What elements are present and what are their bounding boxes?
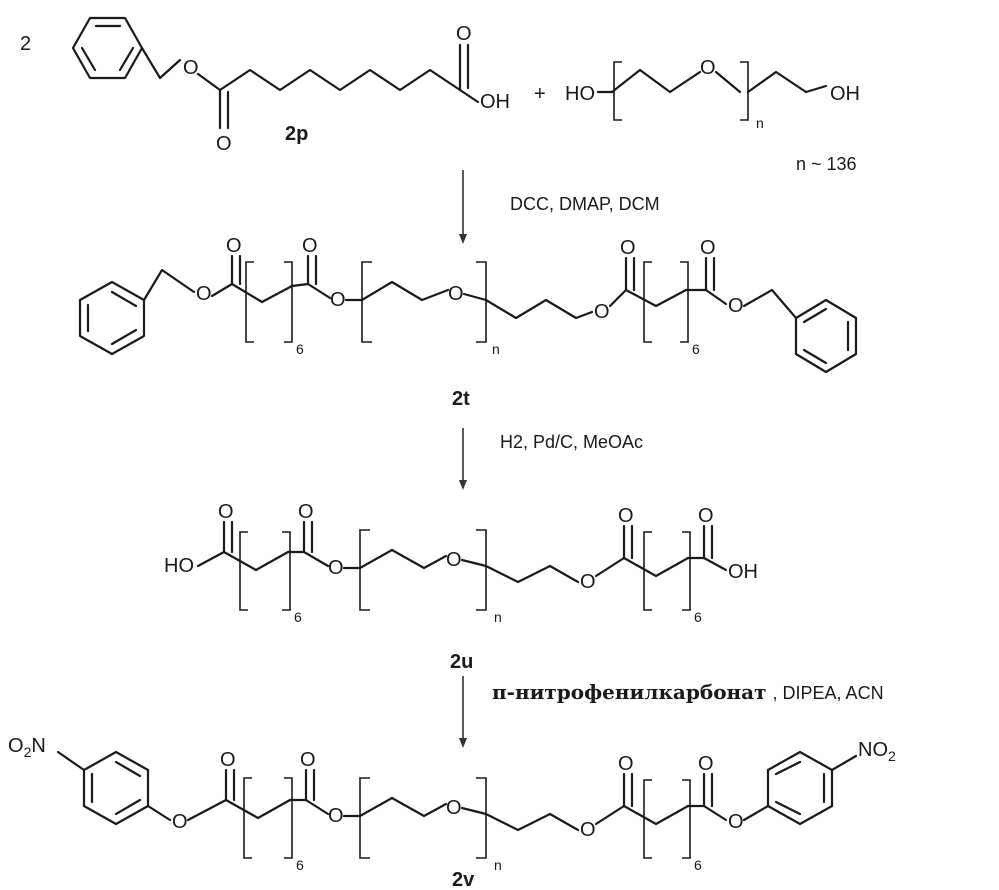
repeat-6-a: 6 (296, 341, 304, 357)
product-2v: O2N O O 6 O O O n O O (8, 735, 896, 890)
product-2t: O O 6 O O O n O O 6 O (80, 235, 856, 410)
carbonyl-o-3: O (620, 237, 636, 259)
peg-repeat-n: n (756, 115, 764, 131)
carbonyl-o-u1: O (218, 501, 234, 523)
peg-o-2u: O (446, 549, 462, 571)
carbonyl-o-v1: O (220, 749, 236, 771)
ester-o-3: O (594, 301, 610, 323)
carbonyl-o-u3: O (618, 505, 634, 527)
carbonyl-o-v4: O (698, 753, 714, 775)
phenyl-ester-o-right: O (728, 811, 744, 833)
peg-o-2t: O (448, 283, 464, 305)
peg-o-2v: O (446, 797, 462, 819)
acid-ho-left: HO (164, 555, 194, 577)
carbonyl-o-1: O (226, 235, 242, 257)
peg-ho: HO (565, 83, 595, 105)
product-2u: HO O 6 O O O n O O 6 O OH (164, 501, 758, 673)
carbonyl-o-u4: O (698, 505, 714, 527)
step-3-conditions: п-нитрофенилкарбонат , DIPEA, ACN (492, 680, 884, 704)
carbonyl-oxygen: O (216, 133, 232, 155)
step-3-reagent-rest: , DIPEA, ACN (773, 683, 884, 703)
step-1-conditions: DCC, DMAP, DCM (510, 194, 660, 214)
ester-o-right: O (728, 295, 744, 317)
reactant-peg-diol: HO O n OH n ~ 136 (565, 57, 860, 174)
carbonyl-o-4: O (700, 237, 716, 259)
step-2-conditions: H2, Pd/C, MeOAc (500, 432, 643, 452)
peg-ether-oxygen: O (700, 57, 716, 79)
n-value: n ~ 136 (796, 154, 857, 174)
ester-o-v1: O (328, 805, 344, 827)
plus-sign: + (534, 83, 546, 105)
acid-carbonyl-oxygen: O (456, 23, 472, 45)
acid-oh: OH (480, 91, 510, 113)
ester-o-v2: O (580, 819, 596, 841)
repeat-n-2v: n (494, 857, 502, 873)
repeat-n-2u: n (494, 609, 502, 625)
compound-label-2p: 2p (285, 123, 308, 145)
carbonyl-o-u2: O (298, 501, 314, 523)
repeat-n-2t: n (492, 341, 500, 357)
ester-o-2: O (330, 289, 346, 311)
repeat-6-v2: 6 (694, 857, 702, 873)
compound-label-2t: 2t (452, 388, 470, 410)
reaction-arrow-2: H2, Pd/C, MeOAc (459, 428, 643, 490)
phenyl-ester-o-left: O (172, 811, 188, 833)
peg-oh: OH (830, 83, 860, 105)
nitro-right: NO2 (858, 739, 896, 764)
repeat-6-u1: 6 (294, 609, 302, 625)
carbonyl-o-v3: O (618, 753, 634, 775)
reactant-benzyl-ester-acid: 2 O O O OH 2p (20, 18, 510, 155)
repeat-6-v1: 6 (296, 857, 304, 873)
nitro-left: O2N (8, 735, 46, 760)
ester-o-u2: O (580, 571, 596, 593)
carbonyl-o-v2: O (300, 749, 316, 771)
stoichiometric-coefficient: 2 (20, 33, 31, 55)
step-3-reagent-ru: п-нитрофенилкарбонат (492, 680, 767, 704)
repeat-6-b: 6 (692, 341, 700, 357)
carbonyl-o-2: O (302, 235, 318, 257)
compound-label-2u: 2u (450, 651, 473, 673)
reaction-arrow-1: DCC, DMAP, DCM (459, 170, 660, 244)
ester-o-u1: O (328, 557, 344, 579)
compound-label-2v: 2v (452, 869, 475, 890)
repeat-6-u2: 6 (694, 609, 702, 625)
reaction-arrow-3: п-нитрофенилкарбонат , DIPEA, ACN (459, 676, 884, 748)
acid-oh-right: OH (728, 561, 758, 583)
ester-o-left: O (196, 283, 212, 305)
ester-oxygen: O (183, 57, 199, 79)
